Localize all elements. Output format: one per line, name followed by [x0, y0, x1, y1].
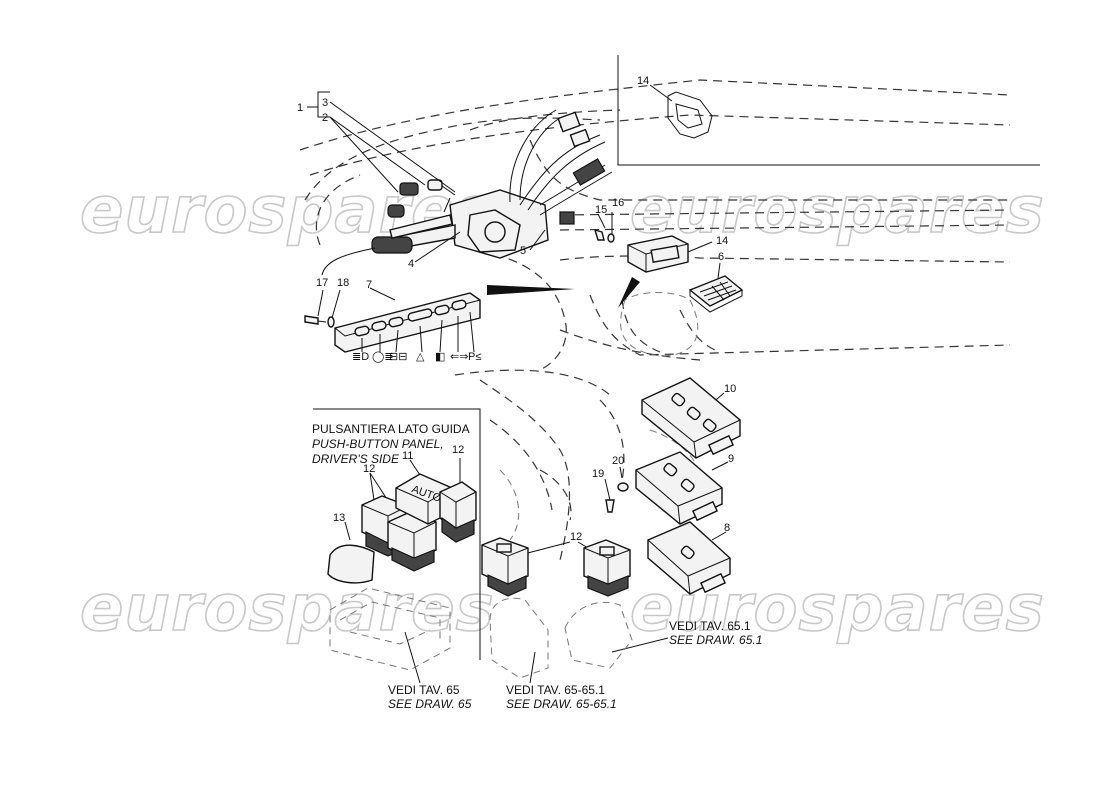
reference-captions: VEDI TAV. 65 SEE DRAW. 65 VEDI TAV. 65-6…	[388, 619, 762, 711]
screw-15-16	[593, 228, 615, 243]
driver-panel-title-it: PULSANTIERA LATO GUIDA	[312, 422, 470, 436]
part-label-5: 5	[520, 245, 526, 257]
inset-frame	[617, 55, 1040, 166]
driver-panel-caption: PULSANTIERA LATO GUIDA PUSH-BUTTON PANEL…	[312, 422, 470, 466]
part-label-18: 18	[337, 277, 349, 289]
gear-boot	[620, 292, 699, 357]
pointer-arrows	[487, 277, 640, 308]
screw-17-18	[304, 315, 335, 328]
ref-65-en: SEE DRAW. 65	[388, 697, 472, 711]
part-label-6: 6	[718, 251, 724, 263]
screw-19-20	[605, 482, 629, 513]
part-label-16: 16	[612, 197, 624, 209]
grille-6	[688, 275, 744, 313]
driver-panel-frame	[313, 408, 481, 660]
watermarks: eurospares eurospares eurospares eurospa…	[79, 173, 1045, 647]
switch-bar: ≣D ◯≣ ⊟⊟ △ ◧ ⇐⇒ P≤	[334, 292, 481, 363]
part-number-labels: 1 2 3 4 5 6 7 8 9 10 11 12 12 12 13 14 1…	[297, 75, 736, 543]
ref-assembly-65-65.1	[489, 597, 549, 679]
part-label-7: 7	[366, 279, 372, 291]
switch-legend-lock: ◧	[435, 351, 445, 363]
ref-assembly-65.1	[564, 601, 633, 669]
ref-65.1-en: SEE DRAW. 65.1	[669, 633, 762, 647]
single-switch-12-right	[583, 539, 631, 597]
driver-panel-title-en-2: DRIVER'S SIDE	[312, 452, 400, 466]
module-14	[627, 235, 689, 273]
part-label-2: 2	[322, 112, 328, 124]
part-label-10: 10	[724, 383, 736, 395]
part-label-9: 9	[728, 453, 734, 465]
driver-switch-11-auto: AUTO	[395, 473, 453, 525]
ref-65-65.1-it: VEDI TAV. 65-65.1	[506, 683, 605, 697]
part-label-12: 12	[570, 531, 582, 543]
part-label-12: 12	[452, 444, 464, 456]
switch-legend-defrost: ⊟⊟	[389, 351, 407, 363]
part-label-14: 14	[716, 235, 728, 247]
ref-65-65.1-en: SEE DRAW. 65-65.1	[506, 697, 617, 711]
window-switch-10	[641, 377, 741, 459]
part-label-14: 14	[637, 75, 649, 87]
switch-legend-lights: ◯≣	[372, 351, 394, 363]
driver-panel-title-en-1: PUSH-BUTTON PANEL,	[312, 437, 444, 451]
part-label-20: 20	[612, 455, 624, 467]
part-label-3: 3	[322, 97, 328, 109]
ref-65.1-it: VEDI TAV. 65.1	[669, 619, 751, 633]
window-switch-9	[635, 451, 723, 525]
watermark-text: eurospares	[630, 174, 1045, 248]
part-label-4: 4	[408, 258, 414, 270]
single-switch-12-left	[481, 537, 529, 597]
watermark-text: eurospares	[80, 572, 495, 646]
window-switch-8	[647, 521, 731, 595]
part-label-8: 8	[724, 522, 730, 534]
switch-legend-parking: P≤	[468, 351, 481, 363]
ref-assembly-65	[329, 587, 451, 671]
part-label-15: 15	[595, 204, 607, 216]
driver-switch-12b	[387, 511, 437, 572]
combination-switch	[321, 109, 613, 276]
part-label-19: 19	[592, 468, 604, 480]
part-label-1: 1	[297, 102, 303, 114]
switch-legend-mirror: ⇐⇒	[450, 351, 468, 363]
part-label-17: 17	[316, 277, 328, 289]
part-label-12: 12	[363, 463, 375, 475]
switch-legend-fog-light: ≣D	[352, 351, 369, 363]
part-label-13: 13	[333, 512, 345, 524]
driver-switch-12c	[439, 481, 477, 543]
switch-legend-hazard: △	[416, 351, 425, 363]
driver-switch-13	[327, 544, 375, 584]
part-label-11: 11	[402, 450, 413, 462]
ref-65-it: VEDI TAV. 65	[388, 683, 460, 697]
dashboard-outline	[299, 79, 1011, 561]
